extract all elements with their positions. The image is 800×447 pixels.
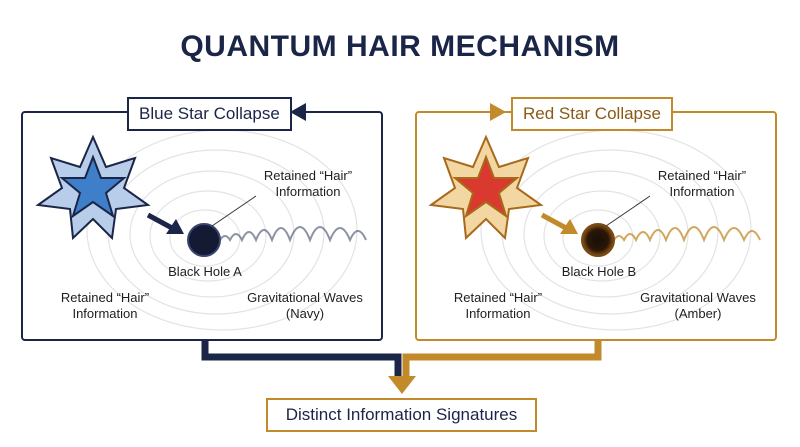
top-link-arrow-left [290, 103, 306, 121]
red-star [428, 134, 544, 241]
right-hair-label-top: Retained “Hair” Information [657, 168, 747, 199]
left-panel-title: Blue Star Collapse [127, 97, 292, 131]
blue-star [35, 134, 151, 241]
right-hair-label-bottom: Retained “Hair” Information [453, 290, 543, 321]
left-collapse-arrow [146, 212, 184, 234]
right-collapse-arrow [540, 212, 578, 234]
right-waves-label: Gravitational Waves (Amber) [640, 290, 756, 321]
black-hole-a-label: Black Hole A [168, 264, 242, 279]
output-signatures-box: Distinct Information Signatures [266, 398, 537, 432]
top-link-arrow-right [490, 103, 506, 121]
right-gravitational-wave [613, 226, 761, 243]
black-hole-b-label: Black Hole B [561, 264, 637, 279]
right-hair-pointer [605, 195, 651, 227]
left-hair-label-bottom: Retained “Hair” Information [60, 290, 150, 321]
left-hair-pointer [211, 195, 257, 227]
left-hair-label-top: Retained “Hair” Information [263, 168, 353, 199]
left-gravitational-wave [219, 226, 367, 243]
output-arrow-head [388, 376, 416, 394]
right-to-output-connector [402, 340, 602, 380]
left-waves-label: Gravitational Waves (Navy) [247, 290, 363, 321]
black-hole-a [187, 223, 221, 257]
right-panel-title: Red Star Collapse [511, 97, 673, 131]
diagram-title: QUANTUM HAIR MECHANISM [180, 30, 620, 63]
left-to-output-connector [201, 340, 402, 380]
black-hole-b [581, 223, 615, 257]
